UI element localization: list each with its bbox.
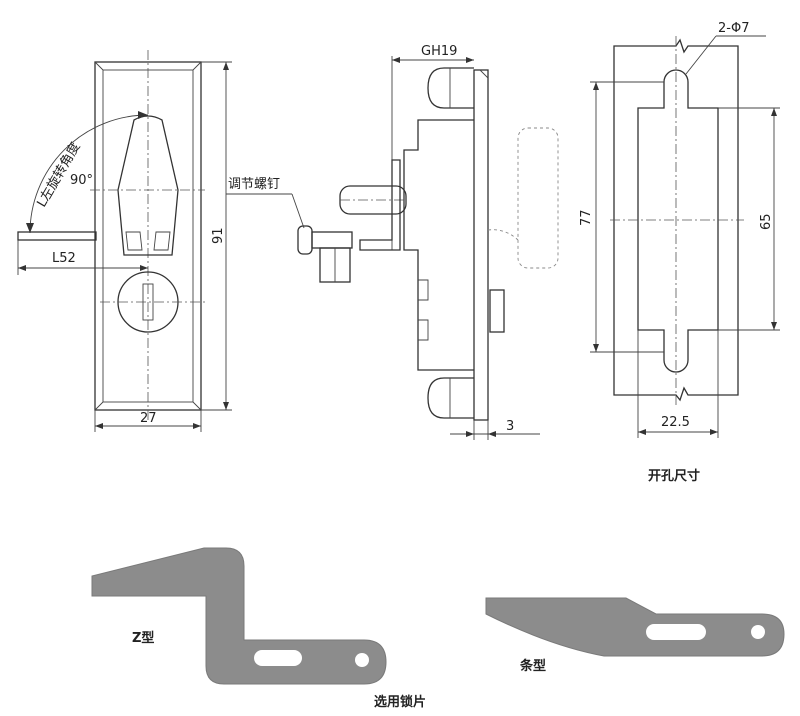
side-plate (473, 69, 489, 421)
lock-plates: Z型 条型 选用锁片 (91, 547, 785, 710)
lock-body (403, 119, 474, 371)
side-view: GH19 调节螺钉 3 (226, 44, 559, 440)
label-gh19: GH19 (421, 44, 457, 59)
strip-type-hole (751, 625, 765, 639)
label-22-5: 22.5 (661, 415, 690, 430)
rotation-arc (29, 114, 149, 234)
z-type-plate (91, 547, 387, 685)
label-angle: 90° (70, 173, 93, 188)
bracket (359, 159, 401, 251)
top-mount (427, 67, 474, 109)
cam (489, 289, 505, 333)
cutout-view: 2-Φ7 77 65 22.5 开孔尺寸 (579, 21, 780, 484)
cutout-outer (613, 38, 739, 402)
label-3: 3 (506, 419, 514, 434)
strip-type-label: 条型 (520, 658, 546, 674)
front-view: L左旋转角度 90° L52 27 91 (17, 50, 232, 432)
plates-title: 选用锁片 (374, 694, 426, 710)
label-height-91: 91 (211, 227, 226, 244)
label-holes: 2-Φ7 (718, 21, 749, 36)
label-adjust-screw: 调节螺钉 (228, 177, 280, 192)
z-type-hole (355, 653, 369, 667)
lock-tongue (17, 231, 97, 241)
z-type-label: Z型 (132, 630, 154, 646)
bottom-mount (427, 377, 474, 419)
z-type-slot (254, 650, 302, 666)
label-l52: L52 (52, 251, 76, 266)
strip-type-plate (485, 597, 785, 657)
cutout-hole (637, 69, 719, 373)
adjust-screw-head (297, 225, 313, 255)
label-77: 77 (579, 209, 594, 226)
label-width-27: 27 (140, 411, 157, 426)
cutout-title: 开孔尺寸 (648, 468, 700, 484)
label-65: 65 (759, 213, 774, 230)
strip-type-slot (646, 624, 706, 640)
handle-outline (517, 127, 559, 269)
